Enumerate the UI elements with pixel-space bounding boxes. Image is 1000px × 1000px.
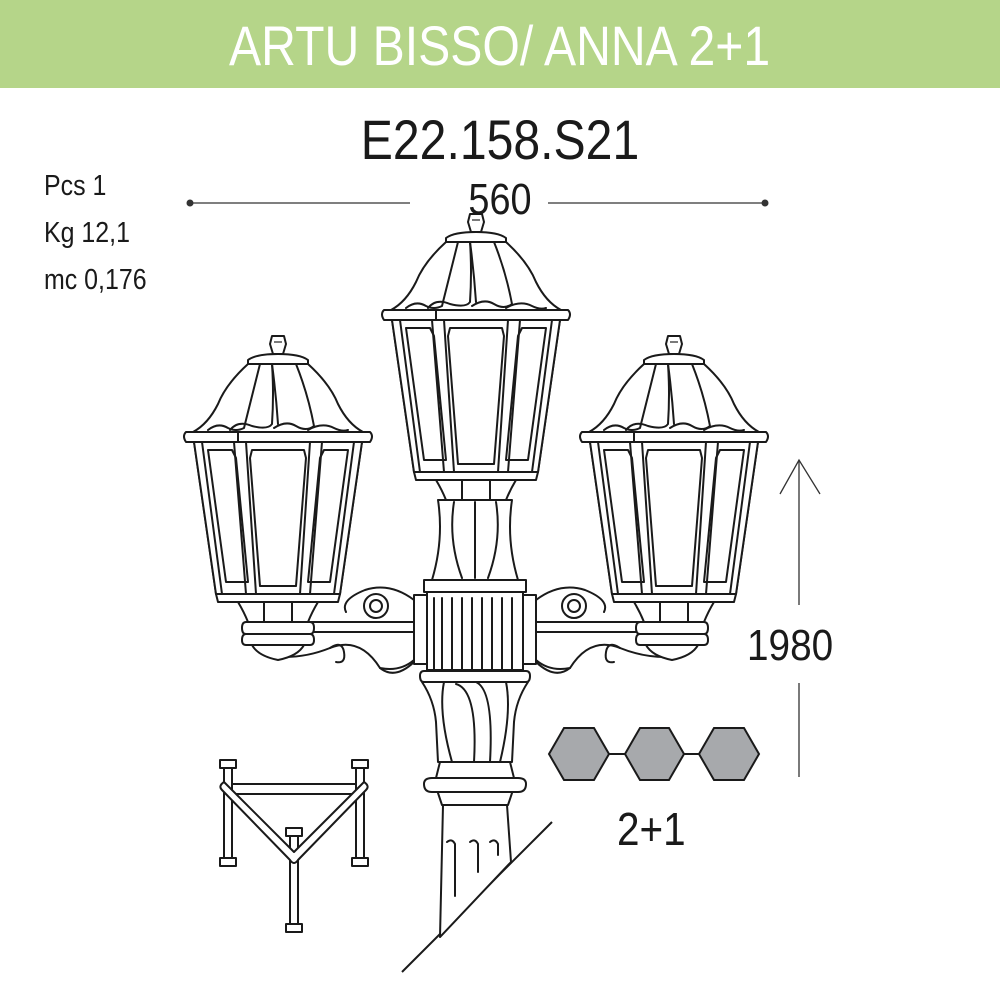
right-lantern-cup — [635, 621, 709, 661]
configuration-label: 2+1 — [617, 803, 686, 855]
pole — [413, 499, 537, 938]
height-dimension-label: 1980 — [747, 621, 834, 670]
left-lantern — [183, 335, 373, 623]
left-lantern-cup — [241, 621, 315, 661]
width-dimension-line — [186, 199, 769, 207]
hexagon-lamp-1-icon — [547, 727, 611, 781]
spec-weight: Kg 12,1 — [44, 217, 130, 249]
product-title: ARTU BISSO/ ANNA 2+1 — [229, 14, 771, 77]
right-lantern — [579, 335, 769, 623]
mounting-base-frame — [219, 759, 369, 933]
hexagon-lamp-3-icon — [697, 727, 761, 781]
left-scroll-arm — [265, 586, 415, 674]
product-code: E22.158.S21 — [360, 108, 640, 171]
specs-block: Pcs 1 Kg 12,1 mc 0,176 — [44, 172, 147, 313]
height-dimension-arrow — [779, 458, 821, 777]
configuration-symbol — [547, 727, 761, 781]
hexagon-lamp-2-icon — [623, 727, 686, 781]
spec-pieces: Pcs 1 — [44, 170, 107, 202]
center-lantern — [381, 213, 571, 501]
header-banner: ARTU BISSO/ ANNA 2+1 — [0, 0, 1000, 88]
spec-volume: mc 0,176 — [44, 264, 147, 296]
